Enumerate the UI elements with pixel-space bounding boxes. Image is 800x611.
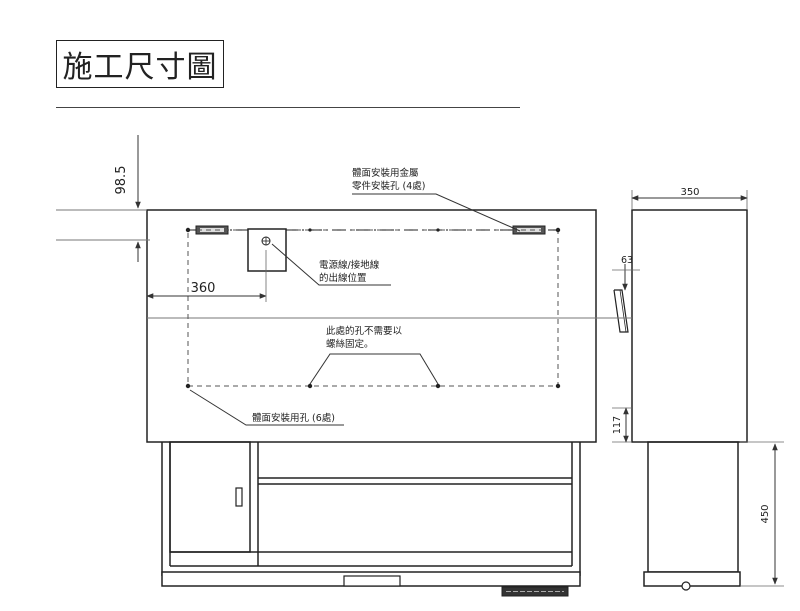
power-outlet-box xyxy=(247,228,287,272)
front-view xyxy=(146,209,597,443)
dim-350-label: 350 xyxy=(680,187,699,198)
annotation-wall-holes: 體面安裝用孔 (6處) xyxy=(252,412,335,424)
dim-360-label: 360 xyxy=(191,281,216,296)
cabinet-door xyxy=(169,441,251,553)
door-handle xyxy=(235,487,243,507)
leader-wall-holes: 體面安裝用孔 (6處) xyxy=(189,389,344,426)
annotation-power-outlet-2: 的出線位置 xyxy=(319,272,367,284)
tv-cabinet xyxy=(161,441,581,597)
dimension-117: 117 xyxy=(612,407,632,443)
title-box: 施工尺寸圖 xyxy=(56,40,224,88)
dimension-360: 360 xyxy=(146,250,267,302)
dim-117-label: 117 xyxy=(612,416,623,434)
leader-wall-hardware: 體面安裝用金屬 零件安裝孔 (4處) xyxy=(352,167,521,232)
mounting-area-outline xyxy=(187,229,559,387)
annotation-wall-hardware-2: 零件安裝孔 (4處) xyxy=(352,180,425,192)
dimension-450: 450 xyxy=(740,441,784,587)
side-view xyxy=(596,209,748,591)
annotation-wall-hardware-1: 體面安裝用金屬 xyxy=(352,167,419,179)
side-stand xyxy=(647,441,739,573)
dim-63-label: 63 xyxy=(621,255,633,266)
annotation-no-screw-2: 螺絲固定。 xyxy=(326,338,374,350)
mounting-holes xyxy=(185,227,561,389)
page-title: 施工尺寸圖 xyxy=(62,50,218,85)
tv-panel xyxy=(146,209,597,443)
dimension-98-5: 98.5 xyxy=(114,135,141,262)
dimension-63: 63 xyxy=(612,255,640,291)
leader-power-outlet: 電源線/接地線 的出線位置 xyxy=(271,243,391,286)
title-underline xyxy=(56,107,520,108)
top-offset-guides xyxy=(56,209,150,241)
dim-450-label: 450 xyxy=(760,504,771,523)
tv-side-panel xyxy=(631,209,748,443)
dimension-350: 350 xyxy=(631,187,748,210)
dim-98-5-label: 98.5 xyxy=(114,166,129,195)
leader-no-screw: 此處的孔不需要以 螺絲固定。 xyxy=(309,325,439,385)
annotation-power-outlet-1: 電源線/接地線 xyxy=(319,259,380,271)
annotation-no-screw-1: 此處的孔不需要以 xyxy=(326,325,403,337)
